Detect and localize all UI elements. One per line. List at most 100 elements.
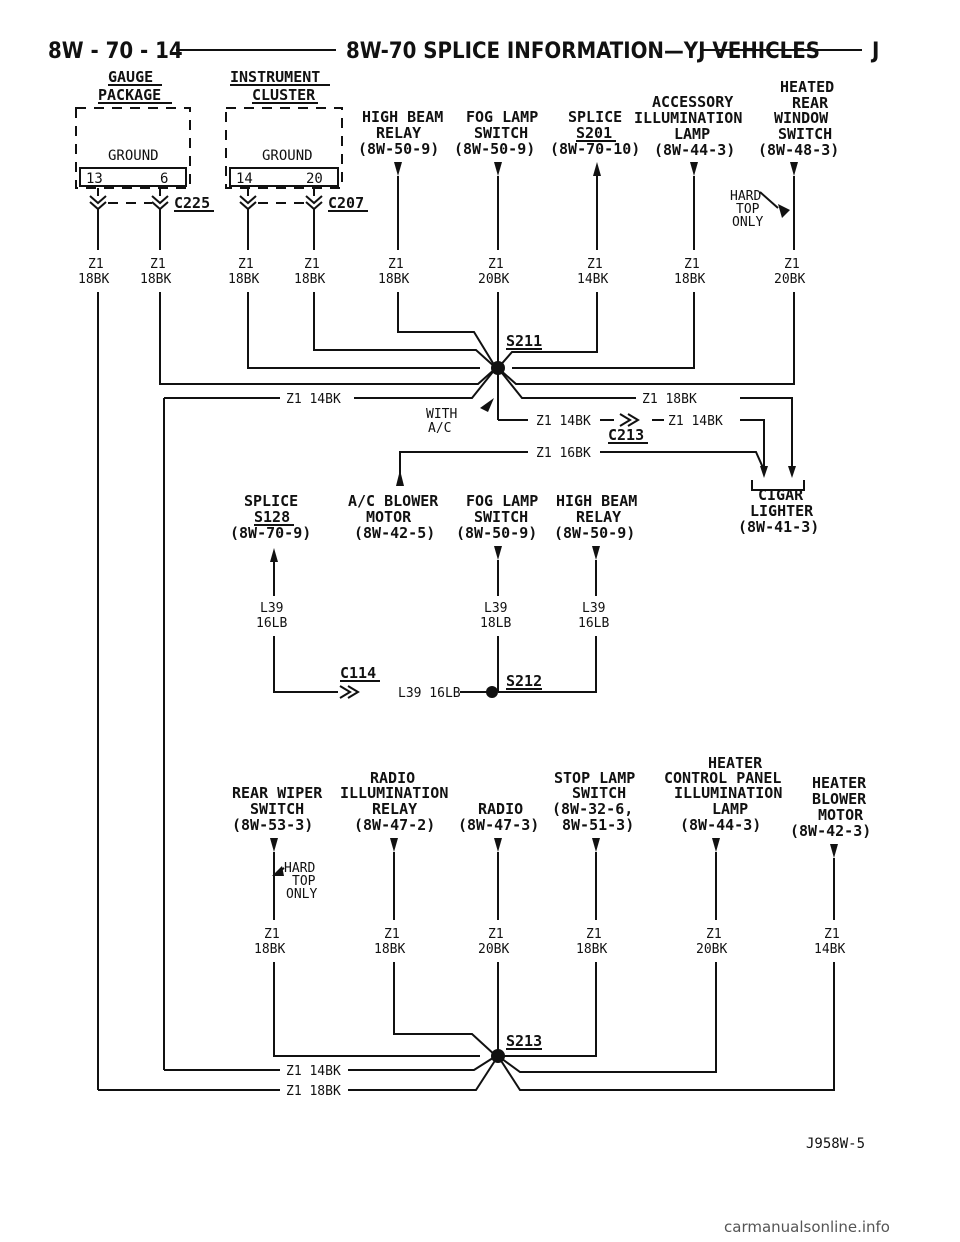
hard-top-1: HARD [730,189,761,204]
heated-window-2: REAR [792,94,829,112]
heater-panel-1: HEATER [708,754,763,772]
stop-lamp-1: STOP LAMP [554,769,635,787]
with-ac-2: A/C [428,421,451,436]
top-wire-8-a: Z1 [684,257,700,272]
bottom-wire-1-b: 18BK [254,942,285,957]
mid-fog-lamp-2: SWITCH [474,508,528,526]
l39-wire-1-b: 16LB [256,616,287,631]
l39-wire-2-b: 18LB [480,616,511,631]
top-wire-4-a: Z1 [304,257,320,272]
top-wire-8-b: 18BK [674,272,705,287]
wire-16bk: Z1 16BK [536,446,591,461]
top-wire-2-b: 18BK [140,272,171,287]
wire-left-14bk: Z1 14BK [286,392,341,407]
accessory-lamp-1: ACCESSORY [652,93,733,111]
bottom-wire-2-a: Z1 [384,927,400,942]
mid-high-beam-3: (8W-50-9) [554,524,635,542]
l39-bottom-wire: L39 16LB [398,686,461,701]
fog-lamp-switch-2: SWITCH [474,124,528,142]
top-wire-3-b: 18BK [228,272,259,287]
bottom-hard-top-2: TOP [292,874,316,889]
connector-c225-symbol [89,188,169,211]
high-beam-relay-2: RELAY [376,124,421,142]
splice-s212-label: S212 [506,672,542,690]
l39-wire-2-a: L39 [484,601,507,616]
watermark-text: carmanualsonline.info [724,1218,890,1236]
heated-window-3: WINDOW [774,109,829,127]
splice-s212-dot [486,686,498,698]
ac-blower-1: A/C BLOWER [348,492,439,510]
splice-s128-1: SPLICE [244,492,298,510]
stop-lamp-4: 8W-51-3) [562,816,634,834]
gauge-pin-6: 6 [160,171,168,187]
connector-c213-label: C213 [608,426,644,444]
mid-fog-lamp-3: (8W-50-9) [456,524,537,542]
wire-14bk-b: Z1 14BK [668,414,723,429]
rear-wiper-2: SWITCH [250,800,304,818]
radio-1: RADIO [478,800,523,818]
bottom-wire-5-b: 20BK [696,942,727,957]
gauge-package-label-1: GAUGE [108,68,153,86]
high-beam-relay-1: HIGH BEAM [362,108,443,126]
top-wire-7-b: 14BK [577,272,608,287]
top-wire-3-a: Z1 [238,257,254,272]
bottom-terminal-arrows [270,838,838,858]
ac-blower-2: MOTOR [366,508,412,526]
gauge-pin-13: 13 [86,171,103,187]
cluster-box [225,107,343,189]
accessory-lamp-2: ILLUMINATION [634,109,742,127]
heater-panel-4: LAMP [712,800,748,818]
bottom-hard-top-3: ONLY [286,887,317,902]
top-wire-1-b: 18BK [78,272,109,287]
bottom-wire-6-b: 14BK [814,942,845,957]
heater-blower-2: BLOWER [812,790,867,808]
splice-s213-label: S213 [506,1032,542,1050]
bottom-wire-3-a: Z1 [488,927,504,942]
page-title: 8W-70 SPLICE INFORMATION—YJ VEHICLES [346,39,820,64]
splice-s128-2: S128 [254,508,290,526]
accessory-lamp-4: (8W-44-3) [654,141,735,159]
connector-c207-symbol [239,188,323,211]
wire-right-18bk: Z1 18BK [642,392,697,407]
mid-fog-arrow [494,546,502,560]
heater-blower-1: HEATER [812,774,867,792]
hard-top-2: TOP [736,202,760,217]
top-wire-codes: Z1 18BK Z1 18BK Z1 18BK Z1 18BK Z1 18BK … [78,257,805,287]
bottom-hard-top-1: HARD [284,861,315,876]
top-wire-9-a: Z1 [784,257,800,272]
high-beam-relay-3: (8W-50-9) [358,140,439,158]
gauge-pin-row [79,167,187,187]
cluster-label-1: INSTRUMENT [230,68,320,86]
gauge-package-label-2: PACKAGE [98,86,161,104]
splice-s201-3: (8W-70-10) [550,140,640,158]
top-wire-5-a: Z1 [388,257,404,272]
header-mark: J [870,39,879,64]
cigar-arrow-2 [788,466,796,478]
top-terminal-arrows [394,162,798,218]
mid-high-beam-1: HIGH BEAM [556,492,637,510]
cluster-pin-20: 20 [306,171,323,187]
l39-wire-1-a: L39 [260,601,283,616]
splice-s201-1: SPLICE [568,108,622,126]
accessory-lamp-3: LAMP [674,125,710,143]
cigar-lighter-2: LIGHTER [750,502,814,520]
connector-c213-symbol [619,413,640,427]
cluster-pin-14: 14 [236,171,253,187]
cluster-label-2: CLUSTER [252,86,316,104]
page-number: 8W - 70 - 14 [48,39,183,64]
top-leads [97,176,795,250]
cigar-lighter-3: (8W-41-3) [738,518,819,536]
heated-window-1: HEATED [780,78,834,96]
l39-routing [273,636,597,699]
rear-wiper-3: (8W-53-3) [232,816,313,834]
stop-lamp-2: SWITCH [572,784,626,802]
bottom-wire-1-a: Z1 [264,927,280,942]
l39-wire-3-a: L39 [582,601,605,616]
top-wire-9-b: 20BK [774,272,805,287]
with-ac-1: WITH [426,407,457,422]
cluster-pin-row [229,167,339,187]
hard-top-3: ONLY [732,215,763,230]
bottom-wire-4-a: Z1 [586,927,602,942]
splice-s213-dot [491,1049,505,1063]
connector-c114-label: C114 [340,664,376,682]
